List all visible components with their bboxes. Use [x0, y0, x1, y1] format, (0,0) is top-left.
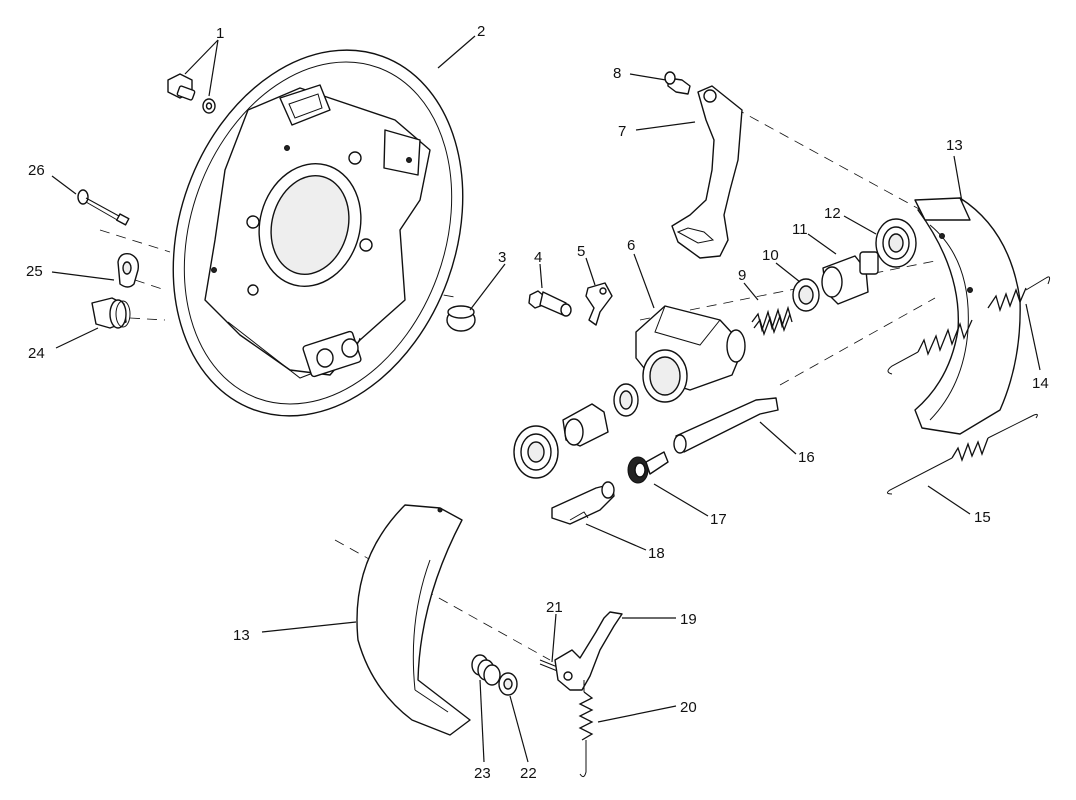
adjuster-lever	[554, 611, 623, 691]
callout-3: 3	[498, 249, 506, 266]
grommet	[117, 252, 140, 288]
adjuster-socket	[551, 481, 615, 525]
callout-4: 4	[534, 249, 542, 266]
bolt-and-washer	[167, 73, 216, 114]
callout-17: 17	[710, 511, 727, 528]
callout-13-lower: 13	[233, 627, 250, 644]
callout-19: 19	[680, 611, 697, 628]
retainer-washer	[498, 672, 518, 696]
hold-down-pin	[77, 189, 130, 226]
callout-8: 8	[613, 65, 621, 82]
callout-25: 25	[26, 263, 43, 280]
callout-24: 24	[28, 345, 45, 362]
dust-plug	[446, 305, 476, 332]
parking-brake-lever	[671, 85, 743, 259]
callout-9: 9	[738, 267, 746, 284]
callout-18: 18	[648, 545, 665, 562]
callout-26: 26	[28, 162, 45, 179]
adjuster-spring	[578, 680, 594, 778]
adjuster-screw	[673, 397, 779, 454]
callout-12: 12	[824, 205, 841, 222]
dust-boot	[875, 218, 917, 268]
callout-23: 23	[474, 765, 491, 782]
callout-21: 21	[546, 599, 563, 616]
lever-pin	[664, 71, 691, 95]
callout-15: 15	[974, 509, 991, 526]
callout-10: 10	[762, 247, 779, 264]
callout-14: 14	[1032, 375, 1049, 392]
cylinder-spring	[751, 305, 793, 337]
callout-22: 22	[520, 765, 537, 782]
return-spring-lower	[886, 413, 1038, 495]
hold-down-spring	[471, 654, 501, 686]
callout-5: 5	[577, 243, 585, 260]
return-spring-upper	[887, 276, 1051, 375]
callout-20: 20	[680, 699, 697, 716]
backing-plate	[172, 49, 464, 417]
cylinder-parts-left	[513, 383, 639, 479]
callout-7: 7	[618, 123, 626, 140]
callout-16: 16	[798, 449, 815, 466]
brake-shoe-right	[914, 197, 1021, 435]
callout-2: 2	[477, 23, 485, 40]
callout-labels: 1 2 3 4 5 6 7 8 9 10 11 12 13 14 15 16 1…	[26, 23, 1049, 782]
bleeder-screw	[528, 290, 572, 317]
callout-1: 1	[216, 25, 224, 42]
callout-11: 11	[792, 221, 808, 238]
star-wheel	[627, 451, 669, 484]
callout-6: 6	[627, 237, 635, 254]
piston	[821, 251, 879, 305]
plug	[91, 297, 131, 329]
callout-leaders	[51, 35, 1041, 763]
clip	[585, 282, 613, 326]
callout-13-upper: 13	[946, 137, 963, 154]
wheel-cylinder	[635, 305, 746, 403]
brake-shoe-left	[356, 504, 471, 736]
piston-cup	[792, 278, 820, 312]
